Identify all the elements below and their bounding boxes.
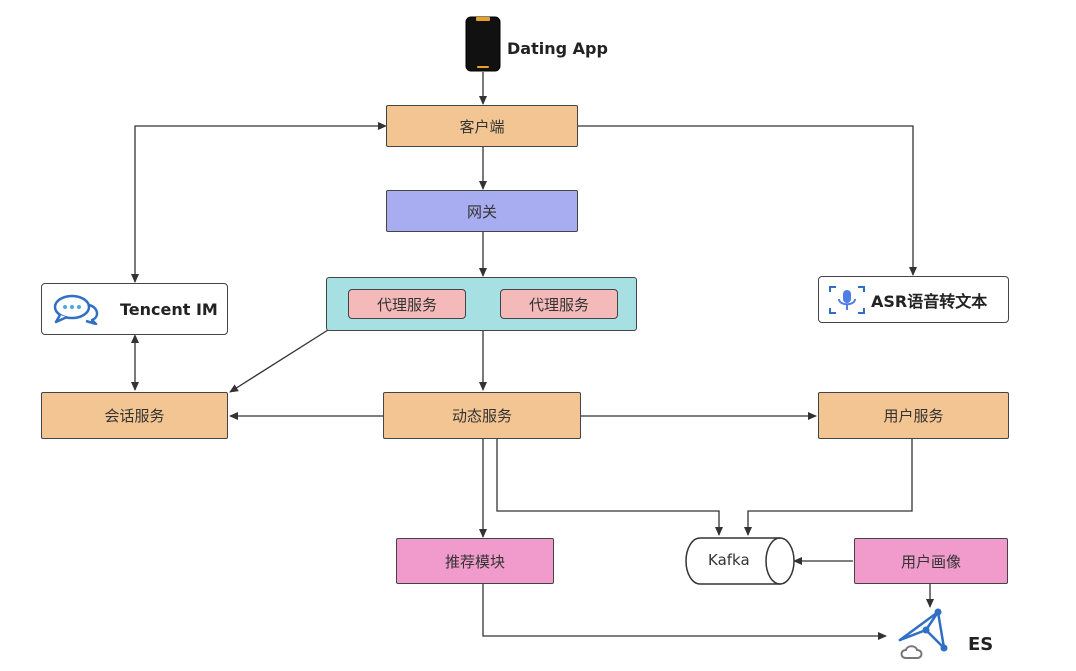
session-service-node[interactable]: 会话服务 <box>41 392 228 439</box>
recommend-label: 推荐模块 <box>444 552 505 571</box>
phone-icon <box>465 16 501 72</box>
proxy-a-label: 代理服务 <box>376 295 437 314</box>
gateway-label: 网关 <box>466 202 497 221</box>
tencent-im-node[interactable]: Tencent IM <box>41 283 228 335</box>
proxy-service-b[interactable]: 代理服务 <box>500 289 618 319</box>
asr-node[interactable]: ASR语音转文本 <box>818 276 1009 323</box>
es-label: ES <box>968 634 994 655</box>
app-label: Dating App <box>507 39 608 58</box>
asr-label: ASR语音转文本 <box>871 291 988 311</box>
user-profile-node[interactable]: 用户画像 <box>854 538 1008 584</box>
chat-bubbles-icon <box>53 294 99 325</box>
user-label: 用户服务 <box>883 407 944 425</box>
recommend-module-node[interactable]: 推荐模块 <box>396 538 554 584</box>
microphone-icon <box>829 285 865 314</box>
dynamic-label: 动态服务 <box>451 407 512 425</box>
edge-recommend-es <box>482 584 887 640</box>
edge-client-tencent <box>131 122 387 283</box>
proxy-service-a[interactable]: 代理服务 <box>348 289 466 319</box>
profile-label: 用户画像 <box>900 552 961 571</box>
client-label: 客户端 <box>459 117 505 136</box>
client-node[interactable]: 客户端 <box>386 105 578 147</box>
tencent-im-label: Tencent IM <box>120 299 218 319</box>
kafka-node[interactable] <box>684 536 796 586</box>
elasticsearch-icon <box>898 608 948 659</box>
proxy-b-label: 代理服务 <box>528 295 589 314</box>
edge-proxy-session <box>229 329 329 393</box>
kafka-label: Kafka <box>708 551 750 569</box>
gateway-node[interactable]: 网关 <box>386 190 578 232</box>
edge-client-asr <box>578 125 917 276</box>
session-label: 会话服务 <box>104 407 165 425</box>
edge-dynamic-kafka <box>496 439 723 536</box>
dynamic-service-node[interactable]: 动态服务 <box>383 392 581 439</box>
user-service-node[interactable]: 用户服务 <box>818 392 1009 439</box>
edge-user-kafka <box>744 439 913 536</box>
